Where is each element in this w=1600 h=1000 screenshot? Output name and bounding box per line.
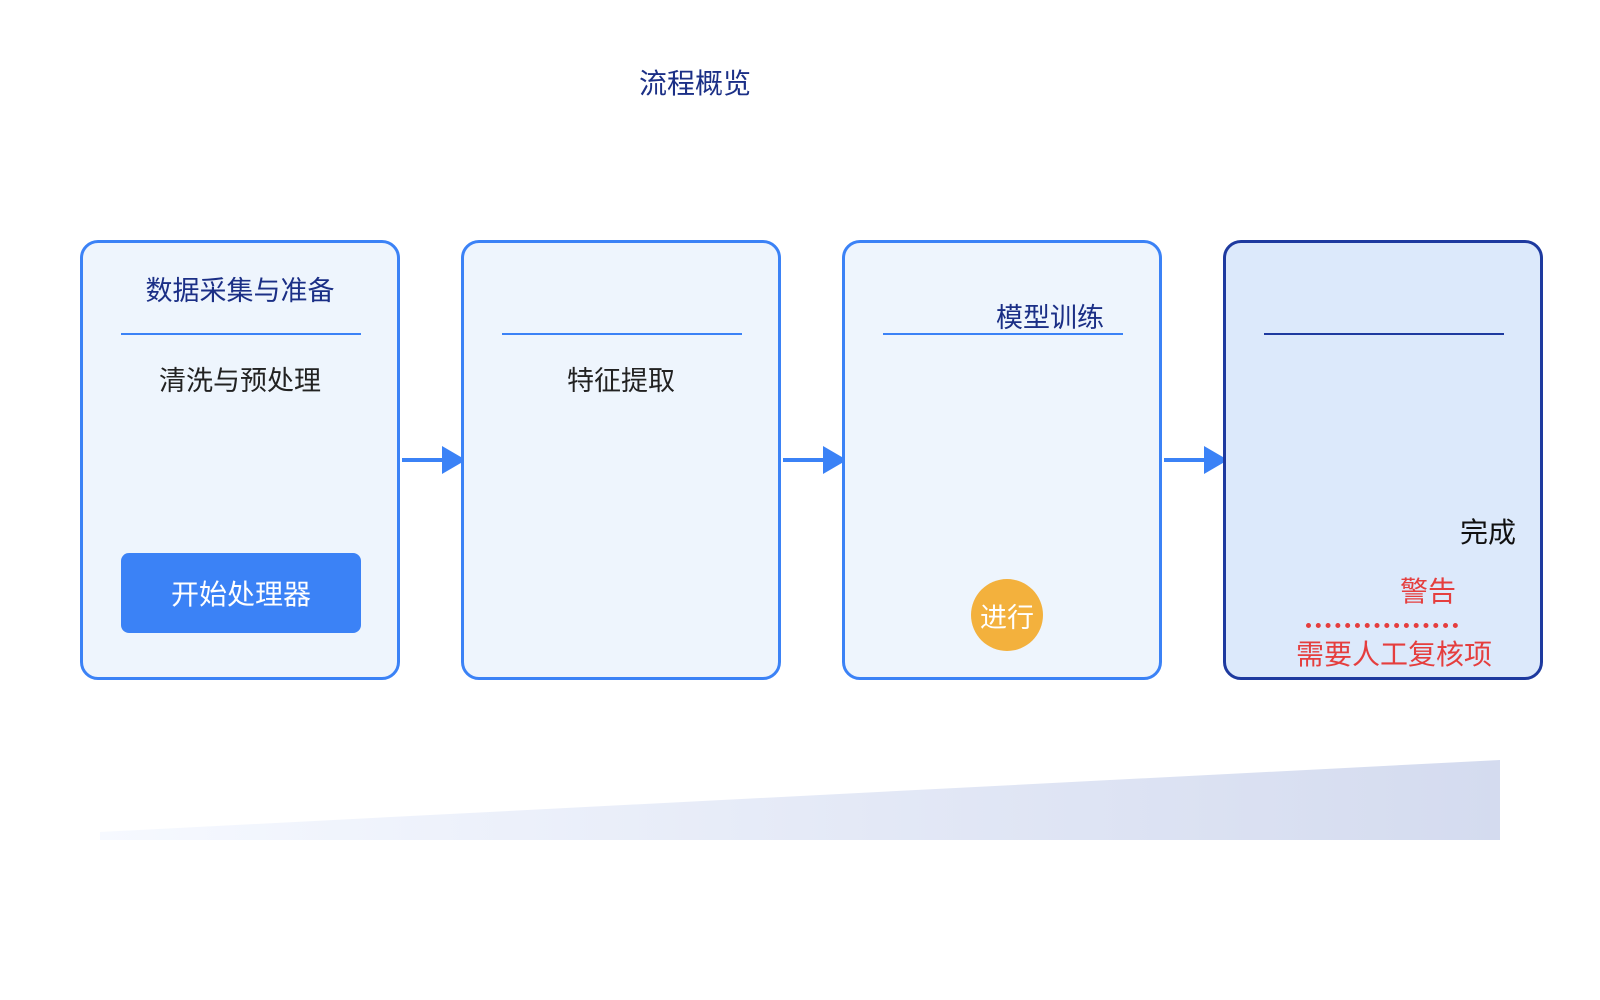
stage-card-4[interactable]: 完成 警告 需要人工复核项 — [1223, 240, 1543, 680]
progress-wedge — [100, 760, 1500, 840]
stage-divider — [883, 333, 1123, 335]
stage-card-3[interactable]: 模型训练 进行 — [842, 240, 1162, 680]
status-badge: 进行 — [971, 579, 1043, 651]
stage-title: 模型训练 — [996, 303, 1104, 334]
review-note: 需要人工复核项 — [1296, 638, 1493, 671]
warning-divider — [1306, 623, 1458, 628]
warning-label: 警告 — [1399, 575, 1456, 608]
right-arrow-icon — [402, 446, 466, 474]
start-processing-button[interactable]: 开始处理器 — [121, 553, 361, 633]
stage-card-1[interactable]: 数据采集与准备 清洗与预处理 开始处理器 — [80, 240, 400, 680]
complete-label: 完成 — [1459, 516, 1516, 549]
stage-subtitle: 清洗与预处理 — [159, 366, 321, 397]
stage-title: 数据采集与准备 — [145, 276, 335, 307]
page-title: 流程概览 — [638, 67, 751, 100]
right-arrow-icon — [783, 446, 847, 474]
stage-subtitle: 特征提取 — [567, 366, 675, 397]
right-arrow-icon — [1164, 446, 1228, 474]
stage-divider — [502, 333, 742, 335]
stage-divider — [1264, 333, 1504, 335]
stage-card-2[interactable]: 特征提取 — [461, 240, 781, 680]
stage-divider — [121, 333, 361, 335]
